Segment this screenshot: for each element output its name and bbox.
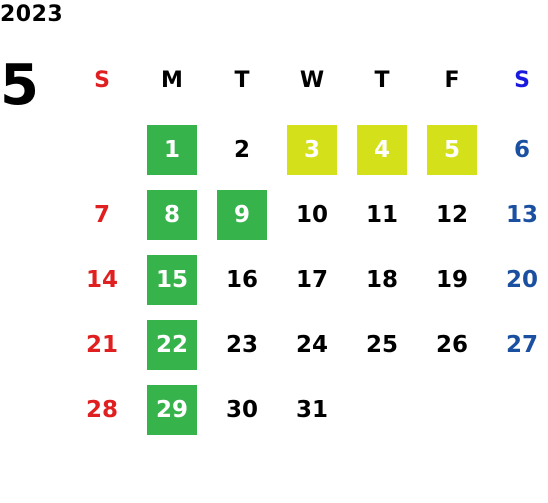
day-cell[interactable]: 24 — [295, 332, 328, 358]
weekday-saturday: S — [514, 67, 530, 93]
day-cell[interactable]: 3 — [287, 125, 337, 175]
weekday-tuesday: T — [234, 67, 250, 93]
day-cell[interactable]: 17 — [295, 267, 328, 293]
day-cell[interactable]: 25 — [365, 332, 398, 358]
day-cell[interactable]: 29 — [147, 385, 197, 435]
day-cell[interactable]: 12 — [435, 202, 468, 228]
day-cell[interactable]: 19 — [435, 267, 468, 293]
weekday-friday: F — [444, 67, 460, 93]
day-cell[interactable]: 30 — [225, 397, 258, 423]
day-cell[interactable]: 31 — [295, 397, 328, 423]
year-label: 2023 — [0, 2, 64, 27]
day-cell[interactable]: 18 — [365, 267, 398, 293]
day-cell[interactable]: 26 — [435, 332, 468, 358]
weekday-wednesday: W — [299, 67, 325, 93]
month-number: 5 — [0, 53, 39, 118]
day-cell[interactable]: 23 — [225, 332, 258, 358]
day-cell[interactable]: 20 — [505, 267, 538, 293]
day-cell[interactable]: 14 — [85, 267, 118, 293]
day-cell[interactable]: 1 — [147, 125, 197, 175]
weekday-thursday: T — [374, 67, 390, 93]
weekday-sunday: S — [94, 67, 110, 93]
day-cell[interactable]: 13 — [505, 202, 538, 228]
day-cell[interactable]: 10 — [295, 202, 328, 228]
day-cell[interactable]: 21 — [85, 332, 118, 358]
day-cell[interactable]: 9 — [217, 190, 267, 240]
day-cell[interactable]: 2 — [233, 137, 250, 163]
day-cell[interactable]: 11 — [365, 202, 398, 228]
day-cell[interactable]: 15 — [147, 255, 197, 305]
day-cell[interactable]: 8 — [147, 190, 197, 240]
day-cell[interactable]: 7 — [93, 202, 110, 228]
day-cell[interactable]: 5 — [427, 125, 477, 175]
day-cell[interactable]: 28 — [85, 397, 118, 423]
day-cell[interactable]: 6 — [513, 137, 530, 163]
day-cell[interactable]: 16 — [225, 267, 258, 293]
day-cell[interactable]: 22 — [147, 320, 197, 370]
day-cell[interactable]: 27 — [505, 332, 538, 358]
weekday-monday: M — [161, 67, 183, 93]
day-cell[interactable]: 4 — [357, 125, 407, 175]
